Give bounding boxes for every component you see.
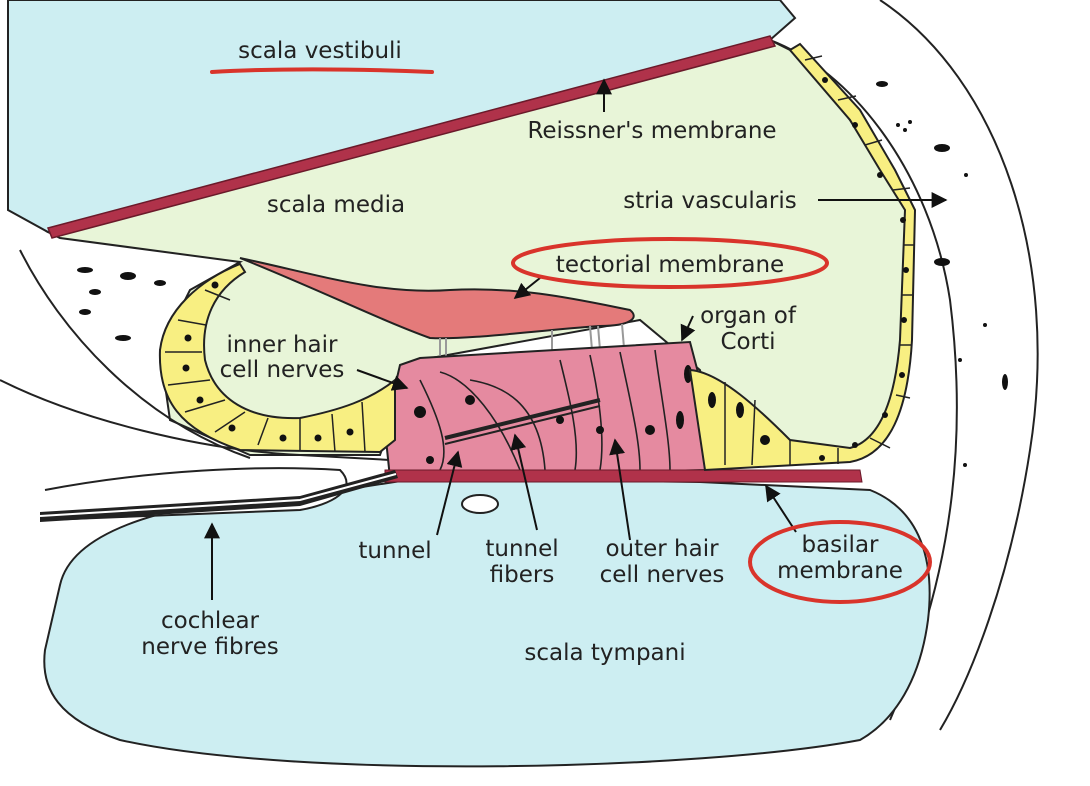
outer-cell-dividers <box>724 55 914 466</box>
basilar-membrane-circle <box>748 520 932 604</box>
label-reissners-membrane: Reissner's membrane <box>527 118 776 144</box>
limbus-dots <box>77 267 166 341</box>
label-inner-hair-2: cell nerves <box>220 357 345 383</box>
cochlear-nerve-bundle <box>40 470 398 522</box>
label-scala-media: scala media <box>267 192 405 218</box>
label-scala-tympani: scala tympani <box>524 640 685 666</box>
label-outer-hair-1: outer hair <box>605 536 719 562</box>
inner-sulcus-nuclei <box>182 281 354 442</box>
reissners-membrane <box>46 35 777 239</box>
label-inner-hair-1: inner hair <box>227 332 339 358</box>
scala-vestibuli-underline <box>210 67 434 74</box>
basilar-membrane-shape <box>384 469 863 483</box>
label-stria-vascularis: stria vascularis <box>623 188 796 214</box>
label-organ-of-corti-2: Corti <box>721 329 776 355</box>
label-tunnel-fibers-1: tunnel <box>485 536 558 562</box>
pointer-arrows <box>204 78 948 600</box>
spiral-lamina-outline <box>0 379 391 461</box>
tectorial-membrane-circle <box>511 237 829 289</box>
label-tectorial-membrane: tectorial membrane <box>556 252 784 278</box>
stria-dots <box>876 81 1008 467</box>
label-cochlear-2: nerve fibres <box>141 634 278 660</box>
organ-of-corti-cells <box>419 349 671 471</box>
label-outer-hair-2: cell nerves <box>600 562 725 588</box>
outer-cell-nuclei <box>708 77 909 461</box>
limbus-outline <box>19 249 251 459</box>
label-scala-vestibuli: scala vestibuli <box>238 38 402 64</box>
inner-sulcus-cell-dividers <box>165 289 366 453</box>
label-cochlear-1: cochlear <box>161 608 260 634</box>
inner-sulcus-cells <box>158 262 396 454</box>
bony-wall-outline <box>879 0 1039 731</box>
tectorial-membrane-shape <box>239 257 635 340</box>
label-tunnel-fibers-2: fibers <box>490 562 555 588</box>
label-basilar-1: basilar <box>801 532 879 558</box>
cochlear-nerve-white <box>39 473 397 517</box>
label-organ-of-corti-1: organ of <box>700 303 797 329</box>
spiral-ligament-outline <box>769 39 958 721</box>
label-basilar-2: membrane <box>777 558 903 584</box>
outer-supporting-cells <box>688 42 917 472</box>
label-tunnel: tunnel <box>358 538 431 564</box>
tympanic-vessel <box>461 494 499 514</box>
